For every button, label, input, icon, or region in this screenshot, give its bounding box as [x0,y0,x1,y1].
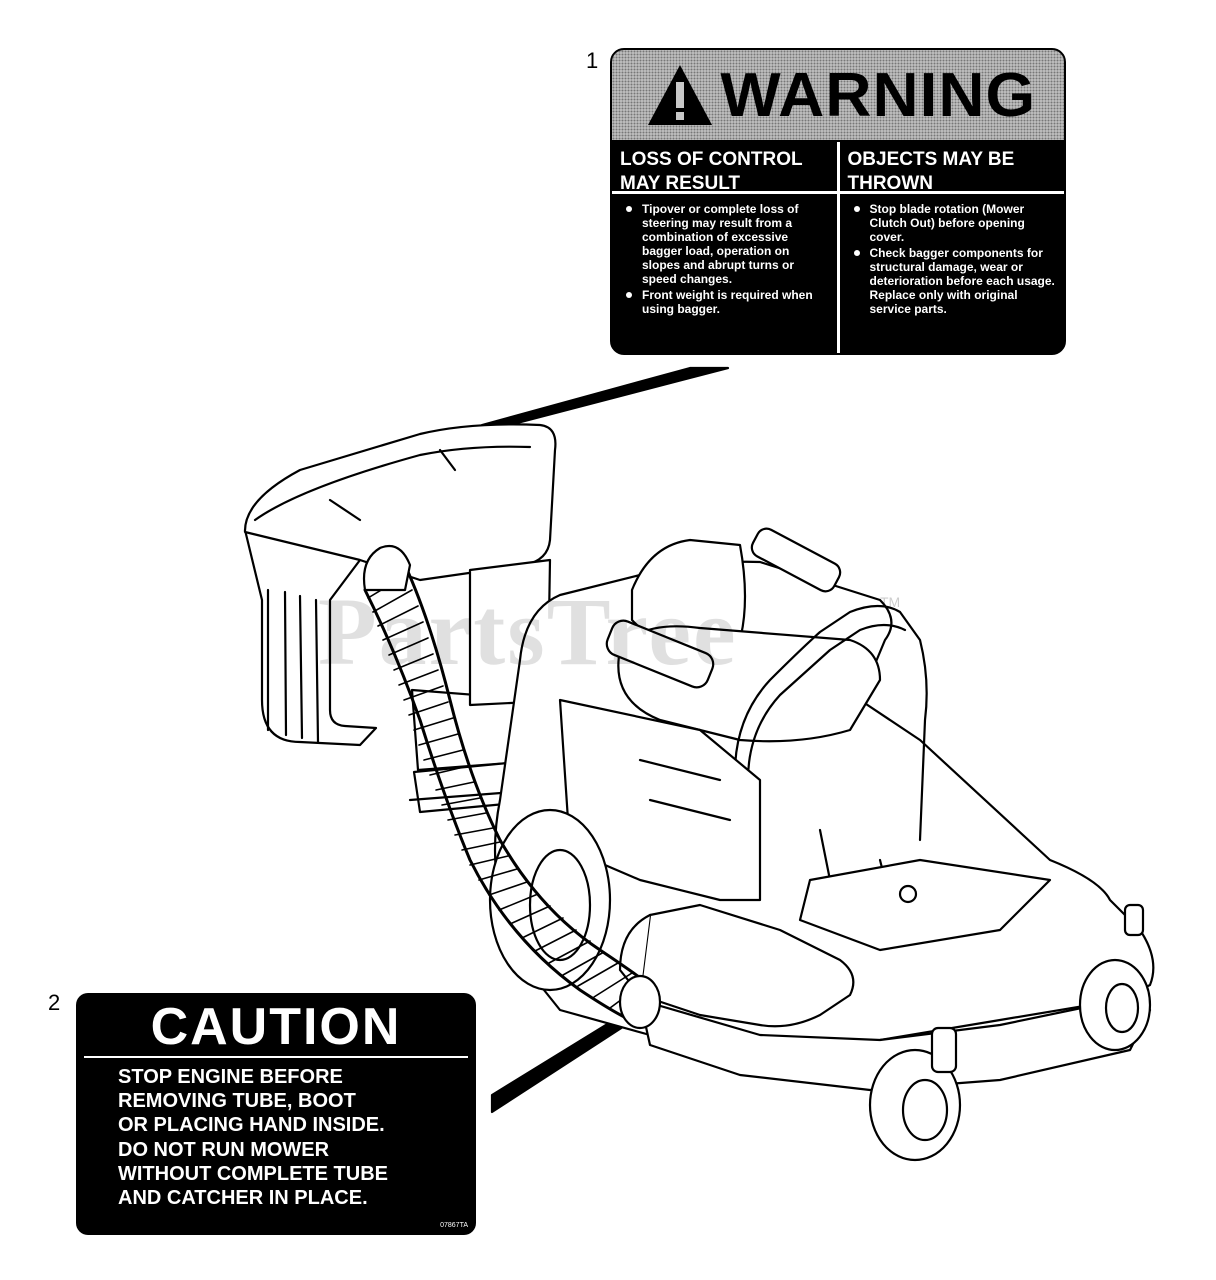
warning-header: WARNING [612,50,1064,142]
warning-bullet: Front weight is required when using bagg… [626,288,831,316]
warning-column-heading: OBJECTS MAY BE THROWN [839,142,1064,194]
decal-part-code: 07867TA [440,1222,468,1229]
rops-bar [733,604,928,872]
warning-bullet: Stop blade rotation (Mower Clutch Out) b… [853,202,1059,244]
watermark: PartsTree [318,578,738,685]
caution-divider [84,1056,468,1058]
warning-column-loss-of-control: LOSS OF CONTROL MAY RESULT Tipover or co… [612,142,837,353]
leader-warning [480,366,730,432]
caution-decal[interactable]: CAUTION STOP ENGINE BEFORE REMOVING TUBE… [76,993,476,1235]
warning-column-objects-thrown: OBJECTS MAY BE THROWN Stop blade rotatio… [836,142,1064,353]
warning-decal[interactable]: WARNING LOSS OF CONTROL MAY RESULT Tipov… [610,48,1066,355]
bagger-lid [243,423,557,582]
watermark-tm: TM [880,594,901,610]
warning-bullet: Tipover or complete loss of steering may… [626,202,831,286]
collection-hose [403,563,652,987]
warning-triangle-icon [647,65,712,125]
bagger-bin-left [243,506,382,747]
callout-number-2: 2 [48,990,61,1015]
discharge-chute [638,903,855,1028]
caution-title: CAUTION [150,998,402,1056]
callout-number-1: 1 [586,48,599,73]
hose-inlet [362,544,412,592]
caution-text: STOP ENGINE BEFORE REMOVING TUBE, BOOT O… [118,1066,388,1210]
warning-column-heading: LOSS OF CONTROL MAY RESULT [612,142,837,194]
warning-bullet: Check bagger components for structural d… [853,246,1059,316]
warning-title: WARNING [720,60,1036,130]
